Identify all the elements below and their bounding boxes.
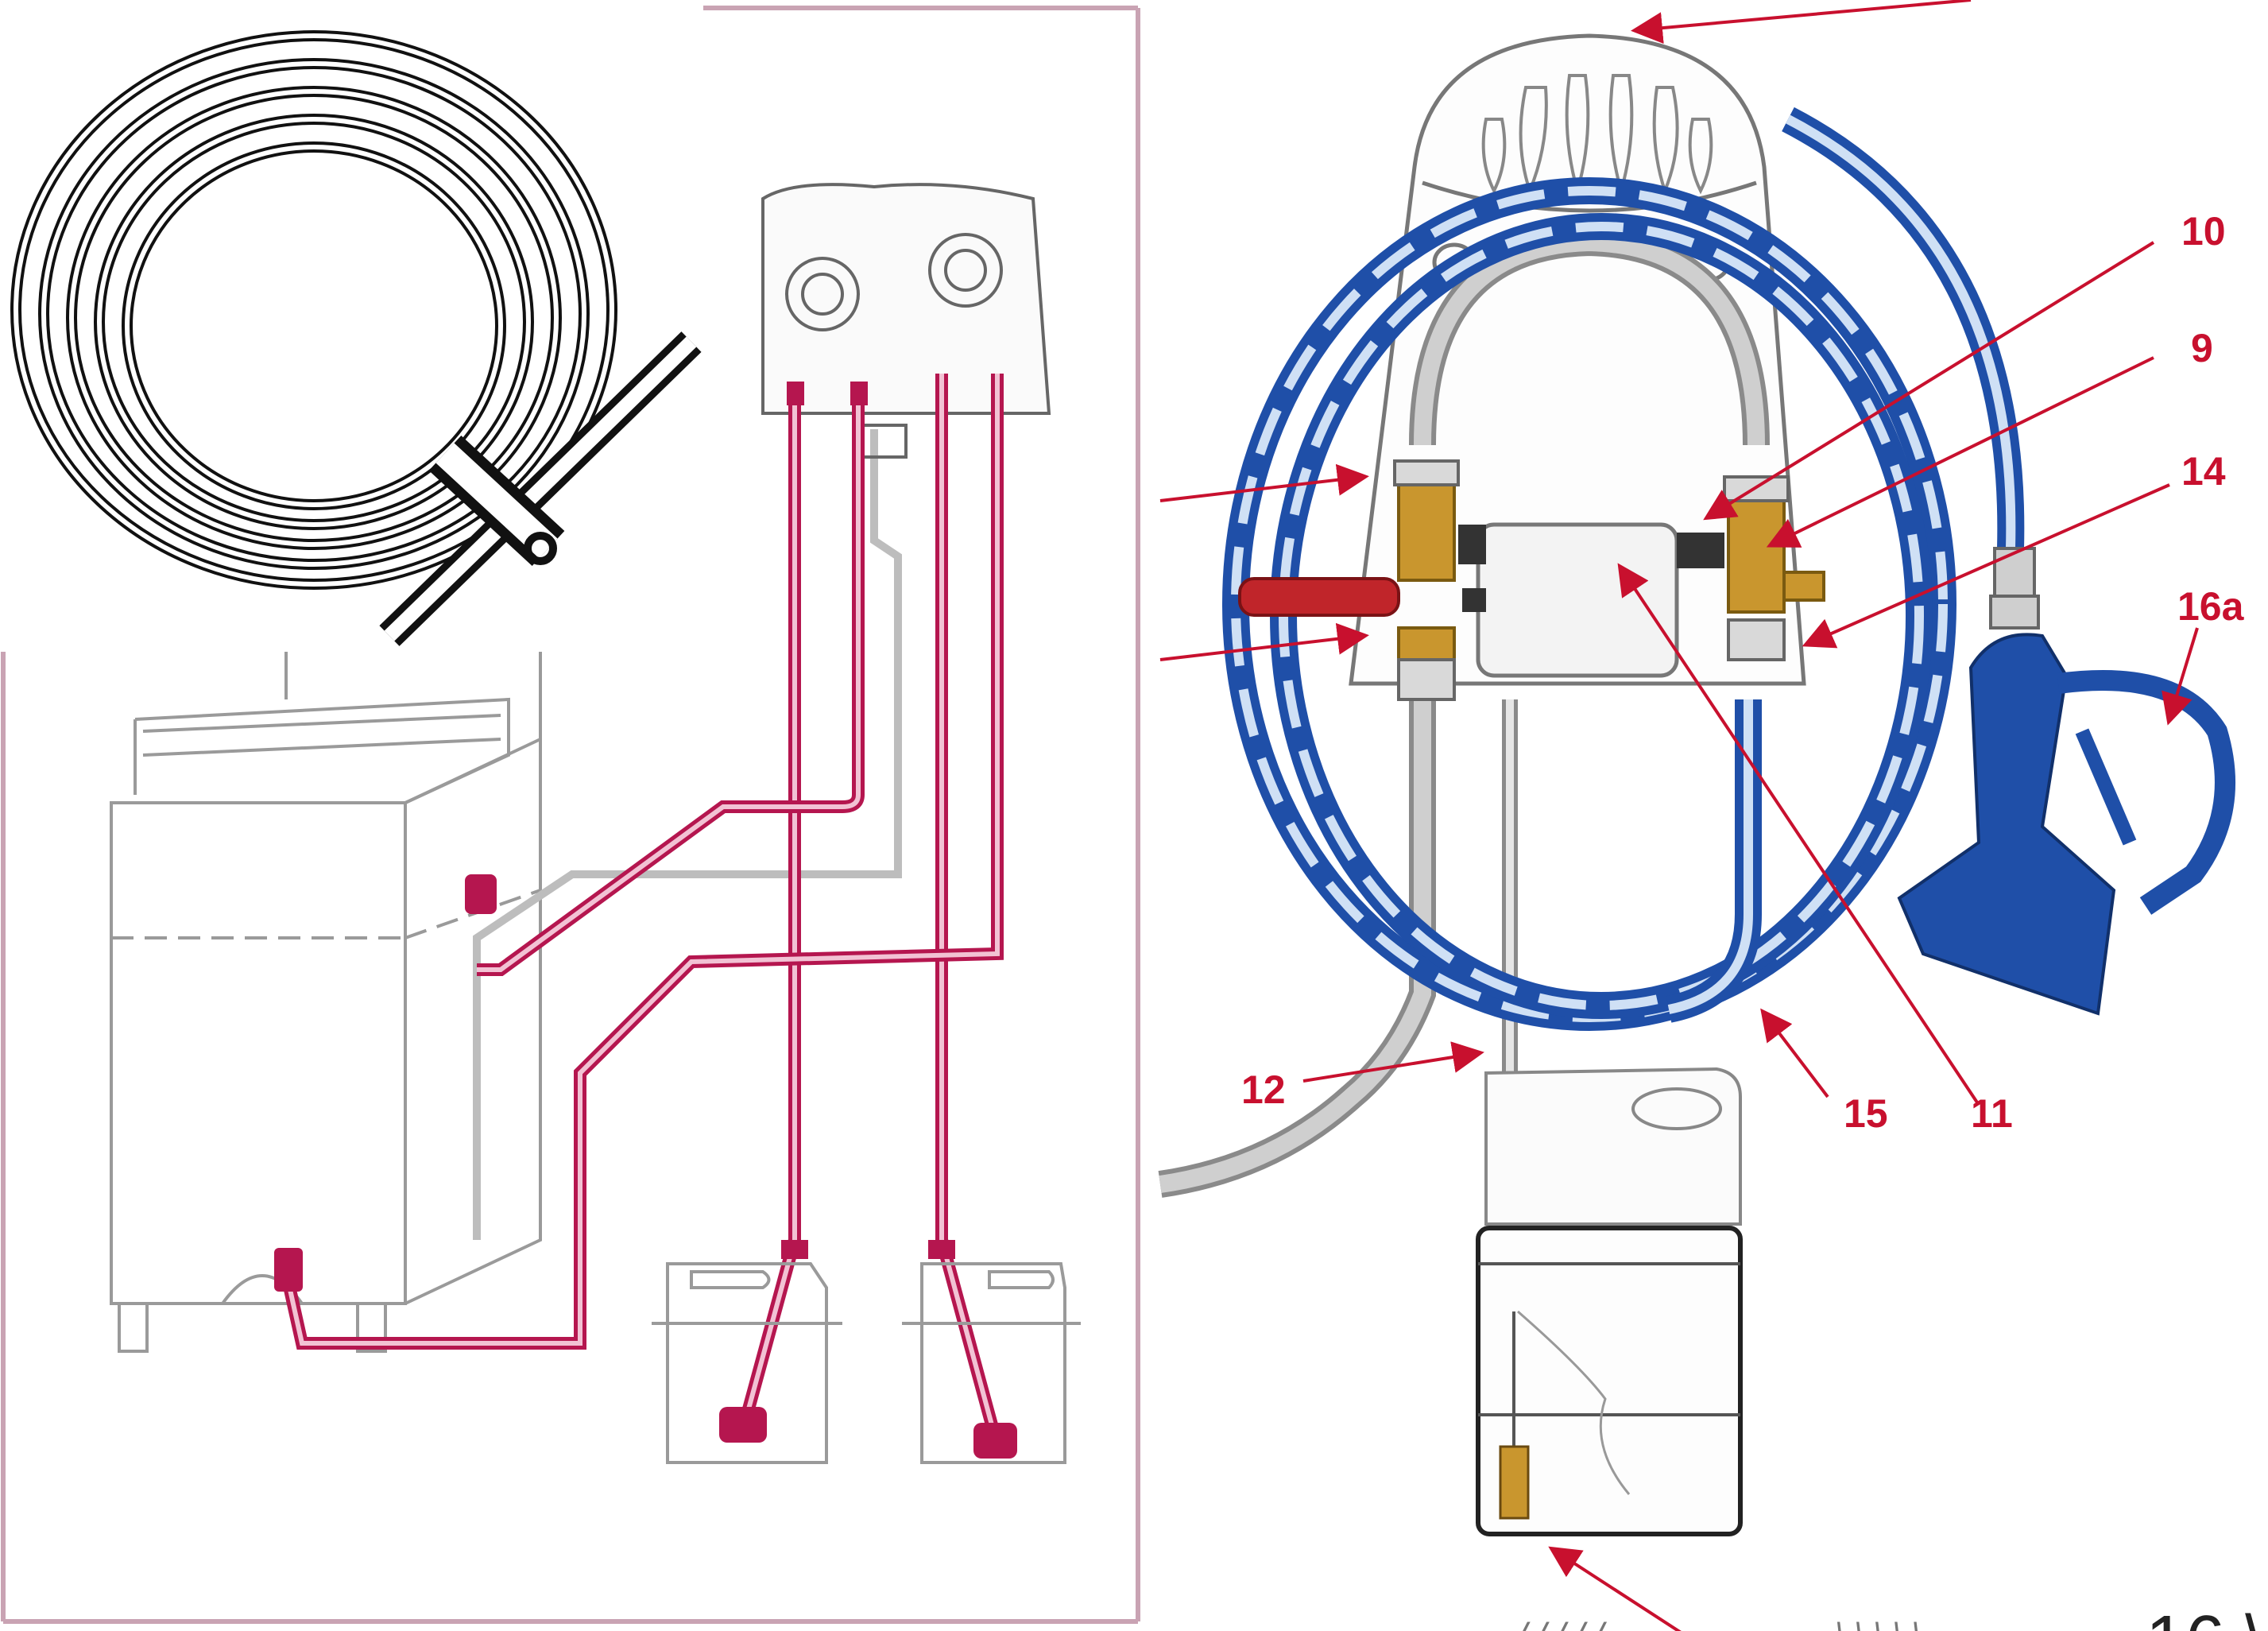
callout-labels: 10 9 14 16a 12 15 11: [1241, 209, 2245, 1136]
callout-10: 10: [2181, 209, 2226, 254]
spray-gun-icon[interactable]: [1897, 547, 2235, 1016]
partial-label: 16 \: [2146, 1602, 2265, 1631]
hatch-left: /////: [1514, 1617, 1609, 1631]
bottom-marks: ///// \\\\\ 16 \: [1514, 1602, 2265, 1631]
callout-11: 11: [1971, 1091, 2013, 1136]
red-valve-handle[interactable]: [1238, 577, 1400, 617]
coiled-tube-icon: [10, 30, 702, 646]
callout-16a: 16a: [2177, 584, 2245, 629]
callout-15: 15: [1844, 1091, 1888, 1136]
left-panel: [1, 6, 1140, 1624]
gray-inner-hose: [1158, 228, 1770, 1198]
dispenser-unit-icon: [761, 183, 1051, 459]
magenta-fittings: [274, 382, 1017, 1459]
canister-icon: [1476, 1067, 1743, 1536]
callout-9: 9: [2191, 326, 2213, 370]
gray-tube-route: [473, 429, 902, 1240]
canister-icon: [652, 1262, 1081, 1464]
callout-14: 14: [2181, 449, 2226, 494]
callout-leaders: [1159, 0, 2199, 1631]
valve-manifold: [1393, 459, 1825, 701]
hatch-right: \\\\\: [1832, 1617, 1927, 1631]
callout-12: 12: [1241, 1067, 1286, 1112]
